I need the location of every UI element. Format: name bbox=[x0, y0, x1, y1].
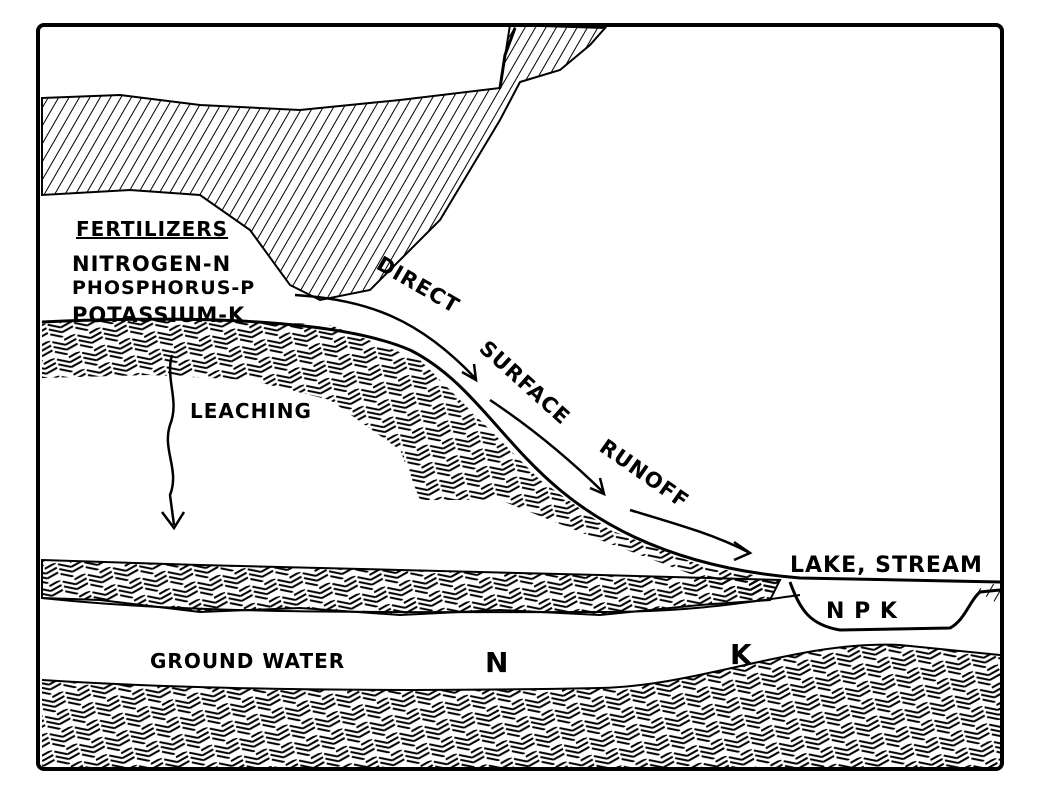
groundwater-nitrogen: N bbox=[485, 646, 509, 679]
fertilizers-heading: FERTILIZERS bbox=[76, 217, 228, 241]
subsoil-hatch bbox=[41, 558, 782, 617]
slope-soil-hatch bbox=[42, 318, 780, 600]
lake bbox=[788, 581, 1001, 632]
runoff-word-surface: SURFACE bbox=[475, 336, 575, 430]
lake-label: LAKE, STREAM bbox=[790, 553, 983, 578]
leaching-arrowhead-icon bbox=[161, 511, 186, 531]
topsoil-hatch bbox=[41, 23, 608, 302]
slope-surface-line bbox=[41, 317, 1001, 584]
leaching-arrow bbox=[166, 354, 176, 526]
lake-bank-hatch bbox=[975, 582, 1000, 605]
lake-nutrients: N P K bbox=[826, 599, 898, 624]
groundwater-potassium: K bbox=[730, 638, 753, 671]
ridge-line bbox=[498, 27, 517, 89]
groundwater-top bbox=[41, 594, 801, 614]
groundwater-label: GROUND WATER bbox=[150, 649, 345, 673]
runoff-word-runoff: RUNOFF bbox=[595, 434, 693, 513]
runoff-arrows bbox=[294, 293, 753, 562]
fertilizer-nitrogen: NITROGEN-N bbox=[72, 252, 231, 276]
fertilizer-potassium: POTASSIUM-K bbox=[72, 303, 245, 327]
runoff-word-direct: DIRECT bbox=[373, 252, 464, 319]
bedrock-hatch bbox=[42, 644, 1000, 767]
fertilizer-phosphorus: PHOSPHORUS-P bbox=[72, 277, 255, 299]
leaching-label: LEACHING bbox=[190, 399, 312, 423]
